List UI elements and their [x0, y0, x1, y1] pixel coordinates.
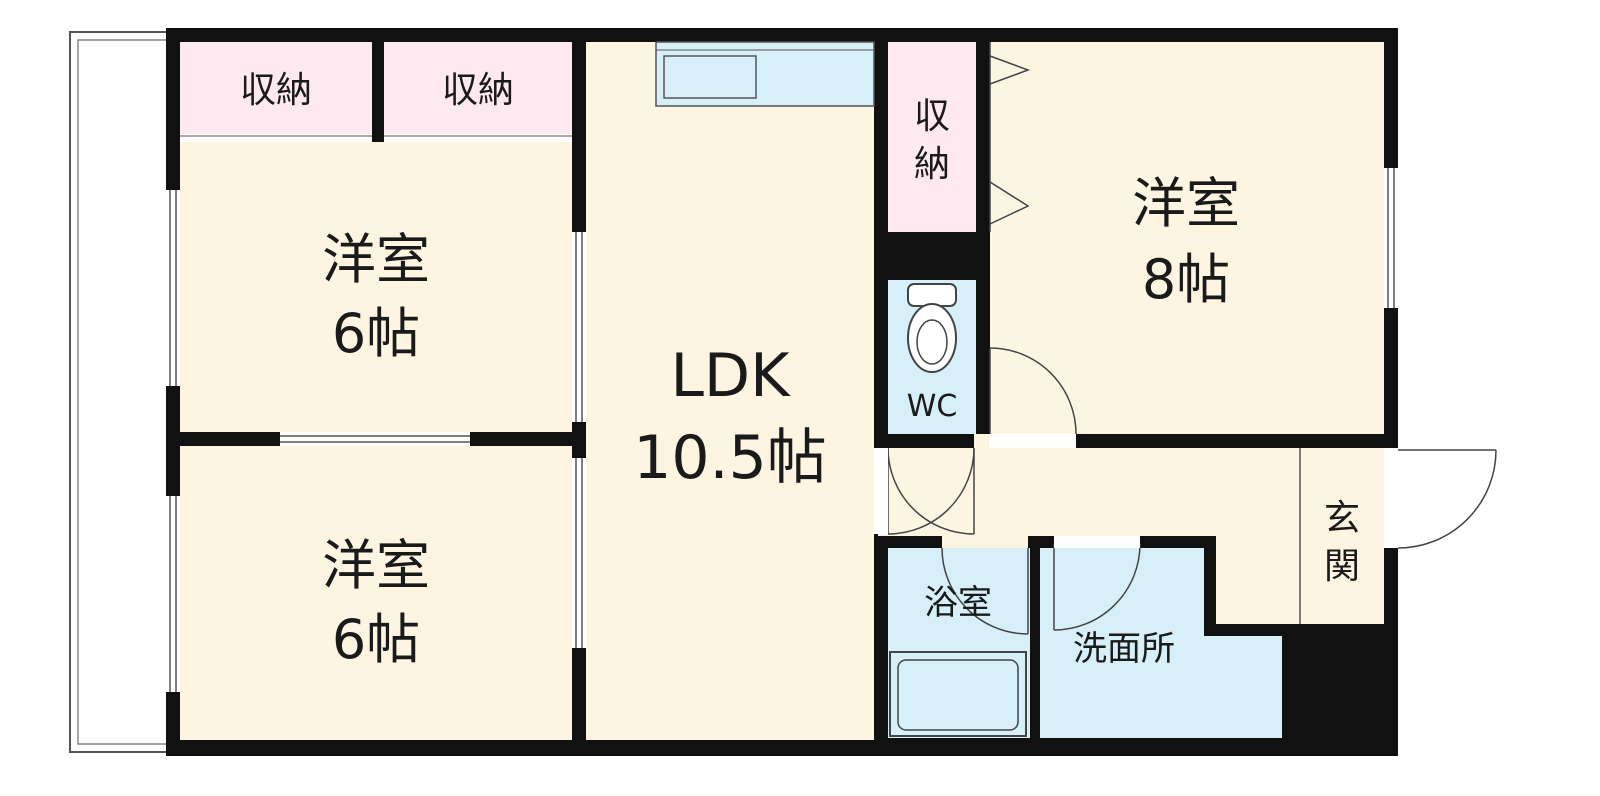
- closet-2: [384, 42, 572, 134]
- bathroom-label: 浴室: [924, 583, 992, 623]
- ldk-size: 10.5帖: [633, 423, 827, 493]
- entrance-label-line2: 関: [1324, 546, 1360, 587]
- kitchen-counter: [655, 41, 875, 107]
- western-room-b: [180, 446, 572, 740]
- wall-openings: [166, 134, 1398, 692]
- washroom-label: 洗面所: [1073, 629, 1175, 669]
- bathtub-fixture: [889, 651, 1027, 737]
- toilet-fixture: [907, 283, 957, 373]
- western-room-b-name: 洋室: [322, 534, 430, 597]
- western-room-c-name: 洋室: [1132, 172, 1240, 235]
- closet-1-label: 収納: [240, 70, 312, 111]
- entrance-label-line1: 玄: [1324, 498, 1360, 539]
- closet-1: [180, 42, 372, 134]
- western-room-a-name: 洋室: [322, 228, 430, 291]
- closet-3-label-line1: 収: [914, 96, 950, 137]
- closet-2-label: 収納: [442, 70, 514, 111]
- closet-3: [888, 42, 976, 232]
- door-swings: [887, 42, 1497, 635]
- ldk-name: LDK: [671, 341, 792, 411]
- western-room-b-size: 6帖: [332, 608, 420, 671]
- western-room-a-size: 6帖: [332, 302, 420, 365]
- entrance-floor: [1300, 448, 1384, 624]
- washroom-room: [1040, 548, 1282, 738]
- western-room-c-size: 8帖: [1142, 248, 1230, 311]
- closet-3-label-line2: 納: [914, 144, 950, 185]
- western-room-a: [180, 142, 572, 432]
- wc-label: WC: [907, 389, 958, 424]
- balcony: [69, 31, 170, 753]
- ldk-room: [586, 42, 874, 740]
- western-room-c: [990, 42, 1384, 434]
